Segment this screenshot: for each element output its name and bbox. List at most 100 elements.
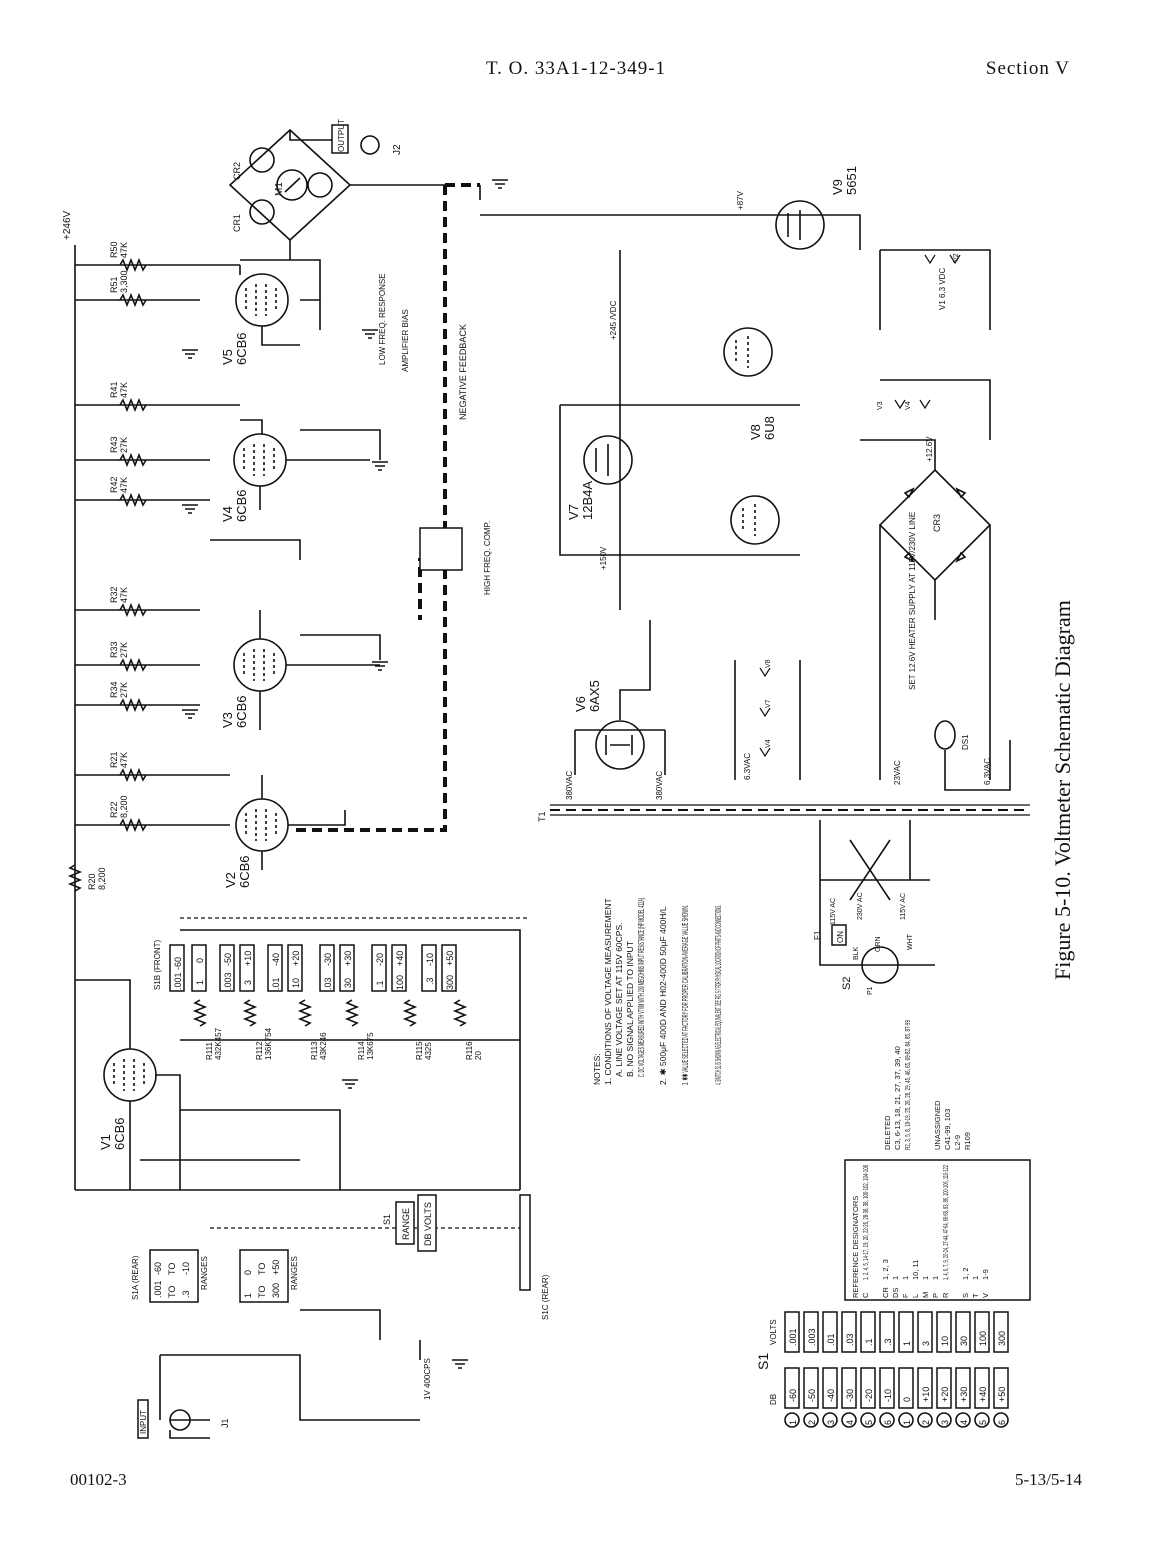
s1a-range-table-2: 0 1 TO TO +50 300 RANGES	[239, 1249, 299, 1303]
ref-prefix: DS	[891, 1288, 900, 1298]
resistor-ref: R113	[310, 1041, 319, 1060]
ds1-label: DS1	[961, 734, 970, 750]
resistor-ref: R112	[255, 1041, 264, 1060]
s1b-volts: .3	[425, 977, 435, 985]
ref-list: 1	[971, 1276, 980, 1280]
ref-prefix: M	[921, 1292, 930, 1298]
s1b-volts: .03	[323, 977, 333, 990]
sw-115a-label: 115V AC	[830, 898, 837, 925]
range-cell: +50	[271, 1260, 281, 1275]
s1-volts-cell	[936, 1311, 952, 1353]
s1-row-db: -50	[807, 1389, 817, 1402]
vac63b-label: 6.3VAC	[983, 758, 992, 785]
s1-row-position-marker	[917, 1412, 933, 1428]
resistor-ref: R114	[357, 1041, 366, 1060]
s1-db-cell	[784, 1367, 800, 1409]
s1-row-db: +20	[940, 1387, 950, 1402]
s1-row-db: +40	[978, 1387, 988, 1402]
ref-designators-box	[844, 1159, 1031, 1301]
s1-row-position-marker	[955, 1412, 971, 1428]
resistor-value: 27K	[119, 682, 129, 698]
range-cell: TO	[257, 1263, 267, 1275]
resistor-ref: R21	[109, 751, 119, 768]
resistor-ref: R115	[415, 1041, 424, 1060]
s1-volts-cell	[898, 1311, 914, 1353]
wht-label: WHT	[907, 933, 914, 950]
vac380b: 380VAC	[655, 771, 664, 800]
range-cell: .3	[181, 1290, 191, 1298]
s1-row-volts: .003	[807, 1328, 817, 1346]
s1b-db: +20	[291, 951, 301, 966]
s1-row-db: -60	[788, 1389, 798, 1402]
s1-row-number: 2	[807, 1420, 817, 1425]
s1-table-title: S1	[755, 1353, 771, 1370]
tube-type: 6CB6	[234, 489, 249, 522]
resistor-value: 47K	[119, 382, 129, 398]
s1-row-db: 0	[902, 1397, 912, 1402]
v2-heater-label: V2	[953, 253, 960, 262]
pilot-lamp-ds1: DS1	[934, 720, 970, 750]
on-label[interactable]: ON	[836, 931, 845, 943]
s1-row-volts: .03	[845, 1333, 855, 1346]
s1-db-cell	[879, 1367, 895, 1409]
s1-row-position-marker	[898, 1412, 914, 1428]
tube-ref: V8	[748, 424, 763, 440]
ref-list: 1-9	[981, 1269, 990, 1280]
tube-v1: V1 6CB6	[98, 1048, 157, 1150]
s1-db-cell	[898, 1367, 914, 1409]
s1a-label: S1A (REAR)	[131, 1255, 140, 1300]
s1-volts-cell	[784, 1311, 800, 1353]
unassigned-title: UNASSIGNED	[933, 1100, 942, 1150]
s1-row-position-marker	[993, 1412, 1009, 1428]
v126-label: +12.6V	[925, 436, 934, 462]
output-jack[interactable]	[360, 135, 380, 155]
s1-volts-cell	[974, 1311, 990, 1353]
range-cell: TO	[167, 1263, 177, 1275]
s1-db-cell	[841, 1367, 857, 1409]
amplifier-bias-label: AMPLIFIER BIAS	[401, 309, 410, 372]
s1-row-position-marker	[784, 1412, 800, 1428]
s1b-db: -40	[271, 953, 281, 966]
tube-v8a	[723, 327, 773, 377]
deleted-item: C3, 6-13, 18, 21, 27, 37, 39, 40	[893, 1046, 902, 1150]
s1-db-cell	[822, 1367, 838, 1409]
s1b-volts: 3	[243, 980, 253, 985]
tube-ref: V6	[573, 696, 588, 712]
s1b-db: -30	[323, 953, 333, 966]
resistor-value: 3,300	[119, 270, 129, 293]
resistor-value: 27K	[119, 642, 129, 658]
s1c-wiper-bar	[519, 1194, 531, 1291]
cal-1v-label: 1V 400CPS	[423, 1358, 432, 1400]
s1-row-number: 1	[788, 1420, 798, 1425]
s1-row-volts: 10	[940, 1336, 950, 1346]
tube-ref: V3	[220, 712, 235, 728]
power-plug-p1	[861, 946, 899, 984]
range-cell: -60	[153, 1262, 163, 1275]
cr1-label: CR1	[232, 214, 242, 232]
vac23-label: 23VAC	[893, 760, 902, 785]
range-cell: .001	[153, 1280, 163, 1298]
ref-prefix: R	[941, 1292, 950, 1298]
s1-volts-cell	[803, 1311, 819, 1353]
s1-db-cell	[917, 1367, 933, 1409]
s1b-positions: -60 .001 0 1 -50 .003 +10 3 -40 .01 +20 …	[169, 944, 457, 992]
s1b-db: -60	[173, 957, 183, 970]
tube-ref: V4	[220, 506, 235, 522]
resistor-value: 20	[474, 1051, 483, 1060]
resistor-value: 47K	[119, 477, 129, 493]
range-cell: 300	[271, 1283, 281, 1298]
tube-ref: V9	[830, 179, 845, 195]
resistor-value: 13K675	[366, 1032, 375, 1060]
s1-db-cell	[955, 1367, 971, 1409]
resistor-ref: R42	[109, 476, 119, 493]
s1-row-db: -40	[826, 1389, 836, 1402]
s1b-volts: 30	[343, 978, 353, 988]
s1-volts-cell	[917, 1311, 933, 1353]
v6-fil-label: V4	[765, 739, 772, 748]
deleted-unassigned: DELETED C3, 6-13, 18, 21, 27, 37, 39, 40…	[883, 1020, 972, 1150]
s1-row-volts: 300	[997, 1331, 1007, 1346]
tube-type: 6U8	[762, 416, 777, 440]
v87-label: +87V	[736, 190, 745, 210]
input-label: INPUT	[139, 1410, 148, 1434]
s1-col-db: DB	[769, 1394, 778, 1405]
